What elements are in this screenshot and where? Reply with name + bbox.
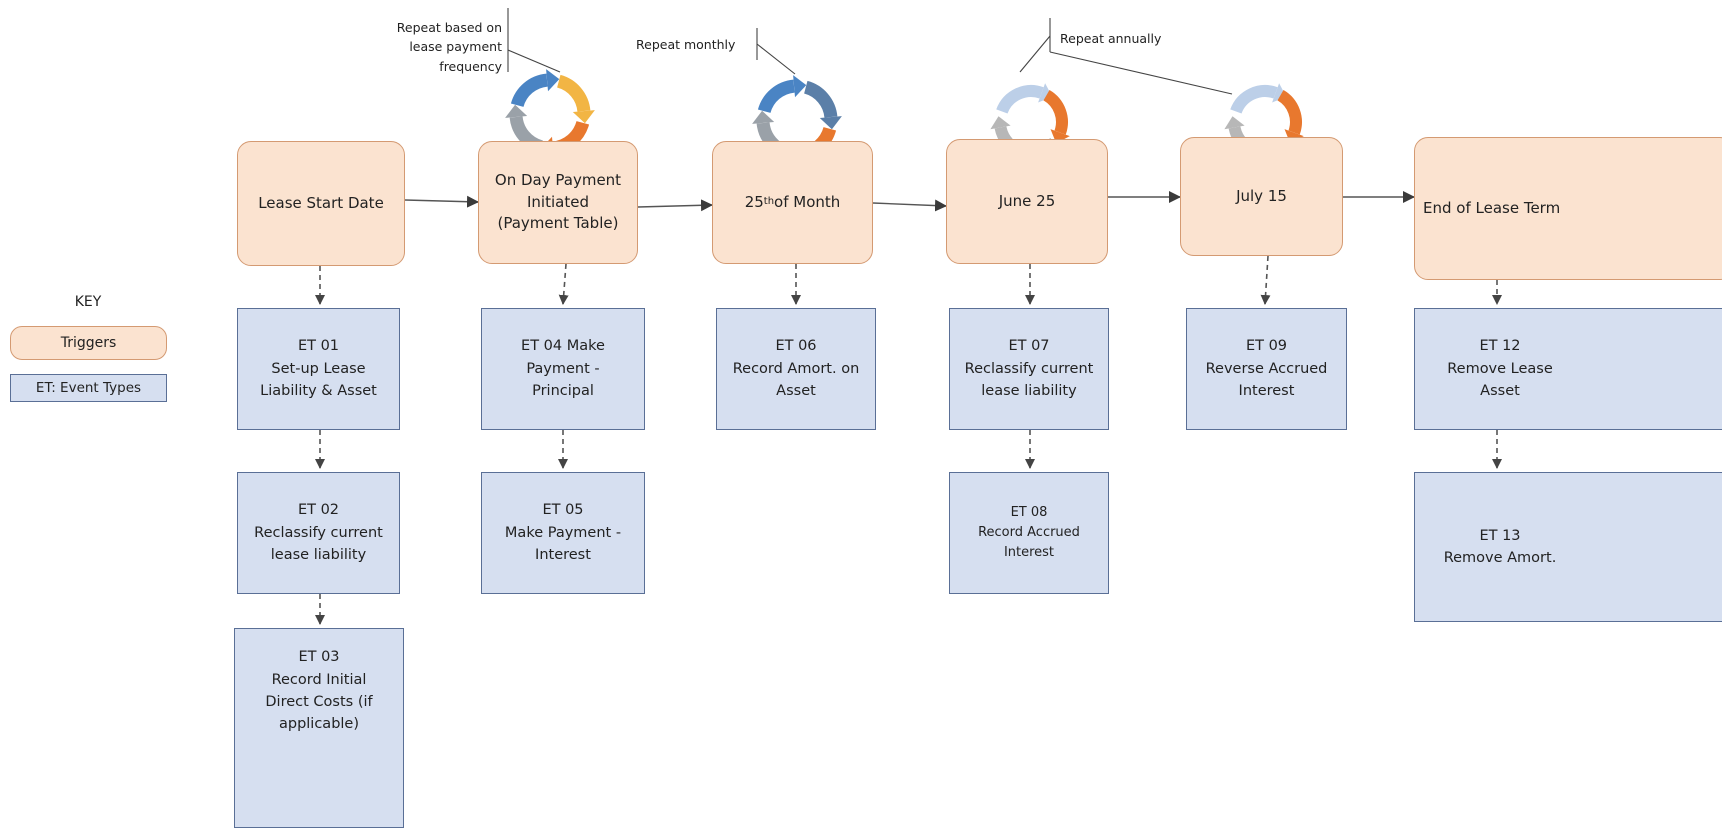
callout-lines (507, 8, 1233, 95)
trigger-end-of-lease-term: End of Lease Term (1414, 137, 1722, 280)
event-et04: ET 04 Make Payment - Principal (481, 308, 645, 430)
note-repeat-annually: Repeat annually (1060, 31, 1162, 46)
event-et07: ET 07 Reclassify current lease liability (949, 308, 1109, 430)
trigger-25th-suffix: th (763, 196, 775, 208)
trigger-on-day-payment: On Day Payment Initiated (Payment Table) (478, 141, 638, 264)
dashed-arrows (315, 255, 1502, 625)
key-event-swatch: ET: Event Types (10, 374, 167, 402)
event-et05: ET 05 Make Payment - Interest (481, 472, 645, 594)
event-et08: ET 08 Record Accrued Interest (949, 472, 1109, 594)
flow-arrows (404, 191, 1415, 212)
trigger-25th-text: of Month (774, 192, 841, 211)
event-et09: ET 09 Reverse Accrued Interest (1186, 308, 1347, 430)
trigger-25th-number: 25 (744, 192, 764, 211)
event-et12-text: ET 12 Remove Lease Asset (1447, 338, 1553, 400)
trigger-july-15: July 15 (1180, 137, 1343, 256)
event-et12: ET 12 Remove Lease Asset (1414, 308, 1722, 430)
key-title: KEY (74, 294, 102, 310)
event-et13-text: ET 13 Remove Amort. (1443, 527, 1557, 566)
trigger-june-25: June 25 (946, 139, 1108, 264)
event-et02: ET 02 Reclassify current lease liability (237, 472, 400, 594)
note-repeat-monthly: Repeat monthly (636, 37, 736, 52)
note-payment-frequency: Repeat based on lease payment frequency (396, 20, 502, 74)
event-et01: ET 01 Set-up Lease Liability & Asset (237, 308, 400, 430)
trigger-lease-start-date: Lease Start Date (237, 141, 405, 266)
event-et06: ET 06 Record Amort. on Asset (716, 308, 876, 430)
event-et13: ET 13 Remove Amort. (1414, 472, 1722, 622)
event-et03: ET 03 Record Initial Direct Costs (if ap… (234, 628, 404, 828)
key-trigger-swatch: Triggers (10, 326, 167, 360)
